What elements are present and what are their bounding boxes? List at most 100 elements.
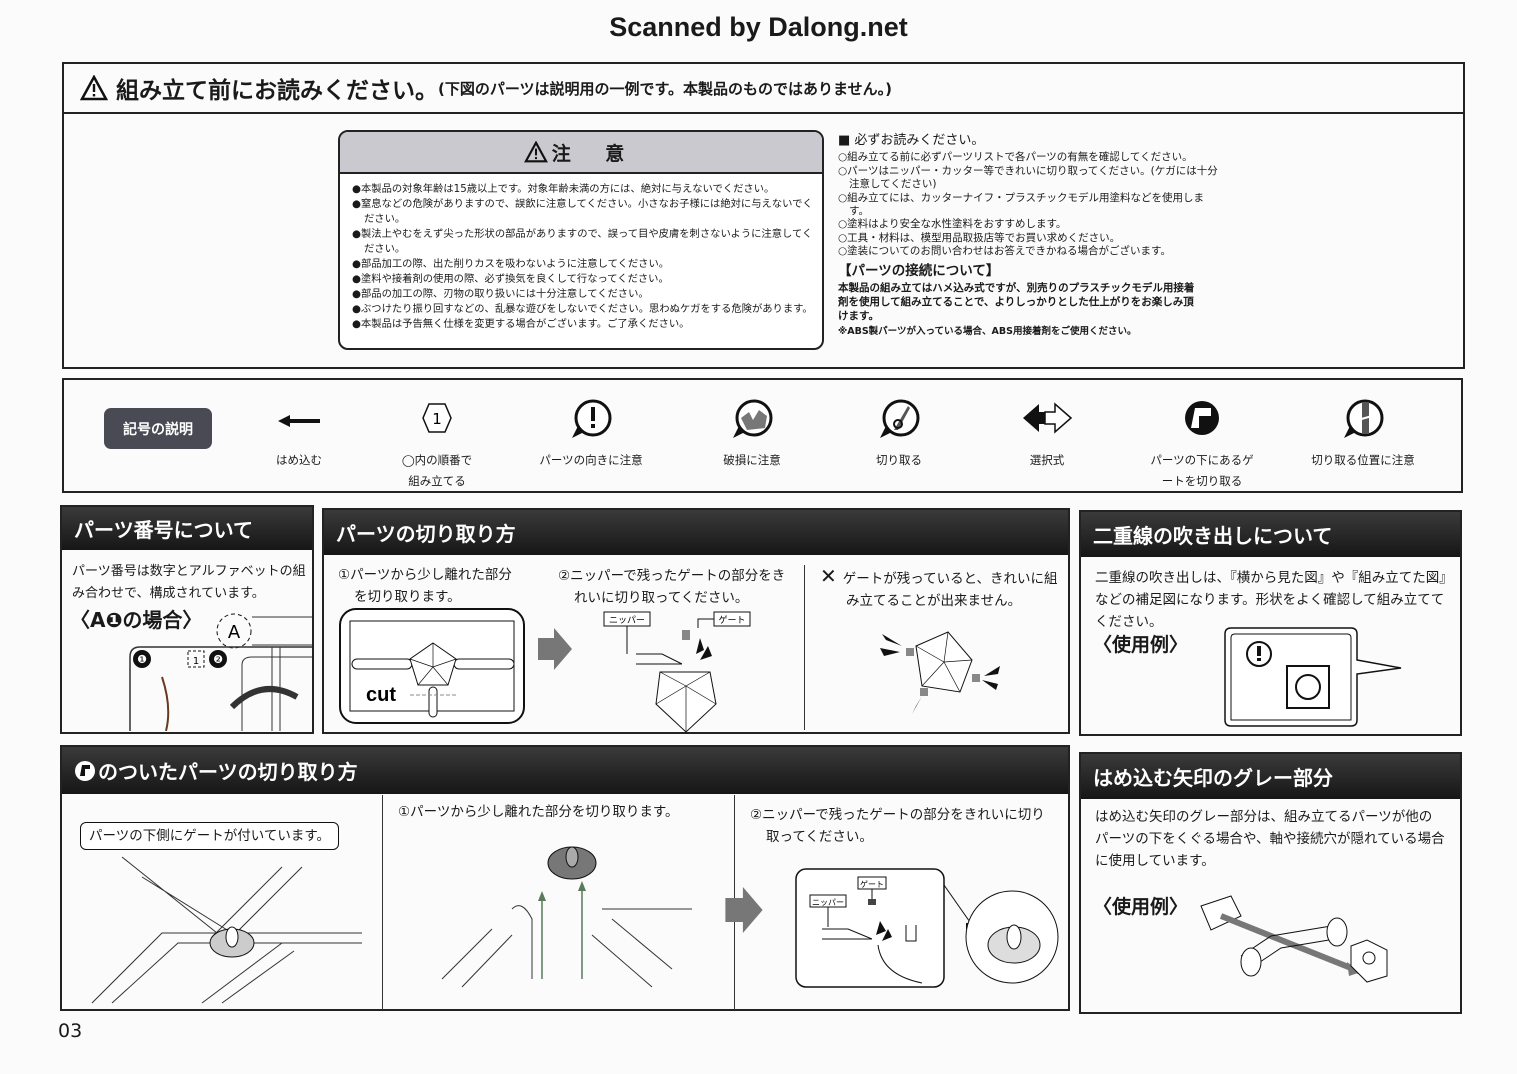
legend-item-orientation: パーツの向きに注意	[516, 398, 666, 471]
under-gate-icon	[75, 760, 95, 781]
must-read-item: ○塗装についてのお問い合わせはお答えできかねる場合がございます。	[838, 245, 1171, 258]
leftover-gate-illustration	[880, 631, 1000, 714]
legend-label: 破損に注意	[723, 453, 781, 467]
under-gate-cut-illustration	[441, 846, 692, 988]
caution-title: 注 意	[551, 142, 639, 165]
gray-arrow-section: はめ込む矢印のグレー部分 はめ込む矢印のグレー部分は、組み立てるパーツが他のパー…	[1079, 752, 1462, 1014]
gray-arrow-example: 〈使用例〉	[1093, 896, 1189, 918]
legend-item-order: 1 ◯内の順番で組み立てる	[362, 398, 512, 492]
caution-item: ●部品加工の際、出た削りカスを吸わないように注意してください。	[352, 258, 670, 270]
runner-cut-illustration: cut	[339, 608, 525, 724]
nipper-gate-illustration: ニッパー ゲート	[603, 611, 751, 733]
cutting-bad-example: ✕ゲートが残っていると、きれいに組み立てることが出来ません。	[820, 565, 1060, 612]
part-numbers-text: パーツ番号は数字とアルファベットの組み合わせで、構成されています。	[72, 564, 306, 601]
caution-item: ●窒息などの危険がありますので、誤飲に注意してください。小さなお子様には絶対に与…	[352, 198, 813, 225]
legend-item-cut: 切り取る	[824, 398, 974, 471]
cutting-section: パーツの切り取り方 ①パーツから少し離れた部分を切り取ります。 cut ②ニッパ…	[322, 508, 1070, 734]
legend-item-breakage: 破損に注意	[677, 398, 827, 471]
runner-illustration: A ❶ 1 ❷	[129, 613, 312, 731]
two-way-arrow-icon	[1023, 402, 1073, 434]
legend-label: 切り取る	[876, 453, 922, 467]
double-line-text: 二重線の吹き出しは、『横から見た図』や『組み立てた図』などの補足図になります。形…	[1095, 570, 1453, 630]
caution-item: ●製法上やむをえず尖った形状の部品がありますので、誤って目や皮膚を刺さないように…	[352, 228, 813, 255]
breakage-icon	[733, 399, 773, 438]
caution-item: ●本製品の対象年齢は15歳以上です。対象年齢未満の方には、絶対に与えないでくださ…	[352, 183, 775, 195]
must-read-item: ○組み立てる前に必ずパーツリストで各パーツの有無を確認してください。	[838, 151, 1193, 164]
runner-letter: A	[228, 622, 241, 643]
next-arrow-icon	[725, 887, 763, 933]
section-header: はめ込む矢印のグレー部分	[1081, 754, 1460, 799]
legend-label: はめ込む	[276, 453, 322, 467]
must-read-title: ■ 必ずお読みください。	[838, 133, 985, 148]
part-numbers-example: 〈A❶の場合〉	[70, 608, 203, 632]
gate-label: ゲート	[718, 614, 745, 626]
read-before-assembly-panel: 組み立て前にお読みください。 (下図のパーツは説明用の一例です。本製品のものでは…	[62, 62, 1465, 369]
double-line-bubble-illustration	[1224, 627, 1402, 727]
under-gate-callout: パーツの下側にゲートが付いています。	[80, 822, 339, 850]
under-gate-step2: ②ニッパーで残ったゲートの部分をきれいに切り取ってください。	[750, 807, 1045, 845]
warning-icon	[80, 75, 108, 101]
hexagon-number: 1	[432, 410, 442, 428]
under-gate-section: のついたパーツの切り取り方 パーツの下側にゲートが付いています。 ①パーツから少…	[60, 745, 1070, 1011]
caution-item: ●ぶつけたり振り回すなどの、乱暴な遊びをしないでください。思わぬケガをする危険が…	[352, 303, 813, 315]
cutting-bad-text: ゲートが残っていると、きれいに組み立てることが出来ません。	[842, 571, 1058, 609]
legend-label: ◯内の順番で組み立てる	[401, 453, 473, 488]
caution-header: 注 意	[340, 132, 822, 174]
nipper-label: ニッパー	[609, 615, 645, 626]
notice-subtitle: (下図のパーツは説明用の一例です。本製品のものではありません。)	[438, 79, 892, 98]
caution-item: ●部品の加工の際、刃物の取り扱いには十分注意してください。	[352, 288, 649, 300]
under-gate-nipper-illustration: ニッパー ゲート	[795, 868, 1059, 988]
section-header: 二重線の吹き出しについて	[1081, 512, 1460, 557]
scan-watermark: Scanned by Dalong.net	[609, 12, 908, 42]
cut-icon	[880, 399, 920, 438]
part-number-label: ❶	[137, 653, 147, 666]
exclamation-bubble-icon	[572, 399, 612, 438]
must-read-item: ○組み立てには、カッターナイフ・プラスチックモデル用塗料などを使用します。	[838, 191, 1204, 218]
notice-header: 組み立て前にお読みください。 (下図のパーツは説明用の一例です。本製品のものでは…	[64, 64, 1463, 114]
connection-note: ※ABS製パーツが入っている場合、ABS用接着剤をご使用ください。	[838, 326, 1137, 338]
cutting-step2: ②ニッパーで残ったゲートの部分をきれいに切り取ってください。	[558, 568, 786, 606]
cut-position-icon	[1344, 399, 1384, 438]
notice-title: 組み立て前にお読みください。	[116, 78, 438, 104]
double-line-section: 二重線の吹き出しについて 二重線の吹き出しは、『横から見た図』や『組み立てた図』…	[1079, 510, 1462, 736]
section-header: パーツの切り取り方	[324, 510, 1068, 555]
under-gate-step1: ①パーツから少し離れた部分を切り取ります。	[398, 804, 679, 820]
gray-arrow-text: はめ込む矢印のグレー部分は、組み立てるパーツが他のパーツの下をくぐる場合や、軸や…	[1095, 809, 1445, 869]
legend-label: 選択式	[1029, 453, 1065, 467]
under-gate-runner-illustration	[91, 856, 362, 1004]
arrow-left-icon	[278, 415, 320, 427]
under-gate-title: のついたパーツの切り取り方	[98, 760, 358, 784]
must-read-item: ○パーツはニッパー・カッター等できれいに切り取ってください。(ケガには十分注意し…	[838, 164, 1218, 191]
page-number: 03	[58, 1020, 83, 1042]
legend-item-under-gate: パーツの下にあるゲートを切り取る	[1127, 398, 1277, 492]
must-read-item: ○工具・材料は、模型用品取扱店等でお買い求めください。	[838, 231, 1121, 244]
legend-label: パーツの向きに注意	[539, 453, 643, 467]
legend-label: パーツの下にあるゲートを切り取る	[1150, 453, 1254, 488]
legend-item-fit: はめ込む	[224, 398, 374, 471]
legend-item-selectable: 選択式	[972, 398, 1122, 471]
must-read-section: ■ 必ずお読みください。 ○組み立てる前に必ずパーツリストで各パーツの有無を確認…	[838, 134, 1218, 338]
double-line-example: 〈使用例〉	[1093, 634, 1189, 656]
section-header: パーツ番号について	[62, 507, 312, 550]
part-numbers-section: パーツ番号について パーツ番号は数字とアルファベットの組み合わせで、構成されてい…	[60, 505, 314, 734]
caution-box: 注 意 ●本製品の対象年齢は15歳以上です。対象年齢未満の方には、絶対に与えない…	[338, 130, 824, 350]
caution-item: ●塗料や接着剤の使用の際、必ず換気を良くして行なってください。	[352, 273, 669, 285]
section-header: のついたパーツの切り取り方	[62, 747, 1068, 794]
connection-text: 本製品の組み立てはハメ込み式ですが、別売りのプラスチックモデル用接着剤を使用して…	[838, 282, 1195, 323]
cross-icon: ✕	[820, 564, 837, 588]
next-arrow-icon	[538, 628, 572, 670]
symbol-legend-panel: 記号の説明 はめ込む 1 ◯内の順番で組み立てる パーツの向きに注意 破損に注意…	[62, 378, 1463, 493]
cutting-step1: ①パーツから少し離れた部分を切り取ります。	[338, 567, 512, 605]
part-number-label: 1	[193, 656, 199, 667]
warning-icon	[523, 141, 548, 163]
connection-title: 【パーツの接続について】	[838, 262, 1000, 279]
gray-arrow-example-illustration	[1200, 895, 1388, 983]
hexagon-number-icon: 1	[422, 403, 452, 433]
legend-label: 切り取る位置に注意	[1311, 453, 1415, 467]
must-read-item: ○塗料はより安全な水性塗料をおすすめします。	[838, 218, 1067, 231]
gate-label: ゲート	[860, 879, 884, 889]
caution-list: ●本製品の対象年齢は15歳以上です。対象年齢未満の方には、絶対に与えないでくださ…	[340, 174, 822, 332]
nipper-label: ニッパー	[812, 898, 844, 907]
cut-label: cut	[366, 684, 396, 706]
legend-item-cut-position: 切り取る位置に注意	[1288, 398, 1438, 471]
